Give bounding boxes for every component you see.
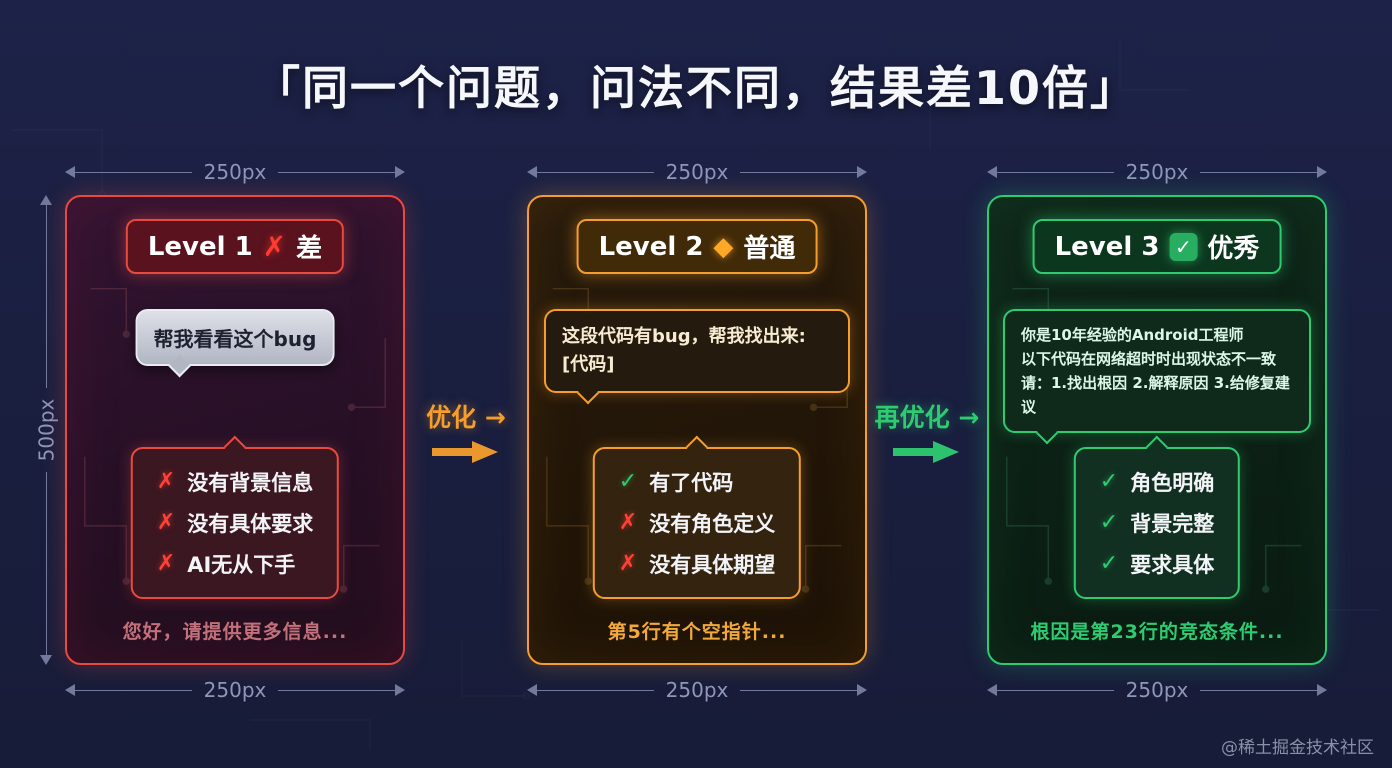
checklist-item-text: 没有具体要求 [187,512,314,536]
evaluation-box: ✗ 没有背景信息 ✗ 没有具体要求 ✗ AI无从下手 [130,435,340,599]
evaluation-box: ✓ 有了代码 ✗ 没有角色定义 ✗ 没有具体期望 [592,435,802,599]
level-1-card: Level 1 ✗ 差 帮我看看这个bug ✗ 没有背景信息 ✗ 没有具体要求 … [65,195,405,665]
cross-icon: ✗ [156,551,176,576]
checklist-item: ✓ 有了代码 [619,467,775,497]
checklist-item: ✗ 没有背景信息 [157,467,313,497]
arrowhead-icon [65,166,75,178]
optimize-arrow: 优化 → [405,398,527,465]
bubble-line: 请：1.找出根因 2.解释原因 3.给修复建议 [1021,374,1290,416]
arrowhead-icon [857,166,867,178]
dimension-line-top-2: 250px [527,160,867,184]
bubble-line: 帮我看看这个bug [153,327,317,351]
grade-label: 普通 [743,234,796,264]
checklist-item: ✗ 没有具体期望 [619,549,775,579]
checklist-item-text: 角色明确 [1130,471,1215,495]
checklist-item-text: 有了代码 [649,471,734,495]
check-icon: ✓ [1099,469,1119,494]
bubble-tail [168,354,191,378]
user-prompt-bubble: 帮我看看这个bug [135,309,335,378]
cross-icon: ✗ [618,510,638,535]
cross-icon: ✗ [618,551,638,576]
checklist-item: ✓ 角色明确 [1100,467,1214,497]
evaluation-box-tail [223,435,247,459]
dimension-label: 250px [203,678,267,702]
bubble-line: 你是10年经验的Android工程师 [1021,326,1244,344]
check-square-icon: ✓ [1169,232,1198,261]
arrowhead-icon [65,684,75,696]
arrowhead-icon [987,684,997,696]
check-icon: ✓ [1099,551,1119,576]
arrowhead-icon [395,166,405,178]
dimension-label: 250px [665,678,729,702]
level-badge: Level 1 ✗ 差 [125,219,345,274]
level-label: Level 2 [598,231,704,262]
dimension-line-left: 500px [34,195,58,665]
arrowhead-icon [987,166,997,178]
ai-response-text: 根因是第23行的竞态条件... [1030,621,1284,643]
bubble-line: [代码] [562,353,615,375]
dimension-label: 250px [1125,678,1189,702]
checklist-item: ✗ AI无从下手 [157,549,313,579]
diamond-icon: ◆ [713,231,734,262]
dimension-line-top-1: 250px [65,160,405,184]
evaluation-box-tail [1145,435,1169,459]
re-optimize-arrow: 再优化 → [867,398,987,465]
cross-icon: ✗ [156,510,176,535]
dimension-label: 250px [1125,160,1189,184]
checklist-item-text: 没有背景信息 [187,471,314,495]
dimension-line-bottom-1: 250px [65,678,405,702]
dimension-line-bottom-3: 250px [987,678,1327,702]
arrowhead-icon [1317,684,1327,696]
checklist-item: ✗ 没有具体要求 [157,508,313,538]
dimension-label: 250px [665,160,729,184]
checklist-item: ✓ 要求具体 [1100,549,1214,579]
checklist-item: ✗ 没有角色定义 [619,508,775,538]
level-3-card: Level 3 ✓ 优秀 你是10年经验的Android工程师 以下代码在网络超… [987,195,1327,665]
checklist-item: ✓ 背景完整 [1100,508,1214,538]
evaluation-box-tail [685,435,709,459]
level-2-card: Level 2 ◆ 普通 这段代码有bug，帮我找出来: [代码] ✓ 有了代码… [527,195,867,665]
right-arrow-icon [432,441,498,463]
bubble-line: 这段代码有bug，帮我找出来: [562,326,806,347]
checklist-item-text: 没有角色定义 [649,512,776,536]
user-prompt-bubble: 这段代码有bug，帮我找出来: [代码] [544,309,850,405]
grade-label: 优秀 [1207,234,1260,264]
arrowhead-icon [1317,166,1327,178]
dimension-line-bottom-2: 250px [527,678,867,702]
bubble-line: 以下代码在网络超时时出现状态不一致 [1021,350,1277,368]
dimension-label: 250px [203,160,267,184]
arrowhead-icon [40,195,52,205]
dimension-label: 500px [34,398,58,462]
optimize-arrow-label: 优化 → [426,403,506,432]
page-title: 「同一个问题，问法不同，结果差10倍」 [253,61,1138,115]
ai-response-text: 您好，请提供更多信息... [122,621,348,643]
checklist-item-text: 要求具体 [1130,553,1215,577]
level-label: Level 3 [1054,231,1160,262]
x-mark-icon: ✗ [262,229,287,263]
dimension-line-top-3: 250px [987,160,1327,184]
bubble-tail [576,381,600,405]
right-arrow-icon [893,441,959,463]
level-badge: Level 3 ✓ 优秀 [1032,219,1282,274]
level-label: Level 1 [147,231,253,262]
checklist-item-text: 没有具体期望 [649,553,776,577]
check-icon: ✓ [618,469,638,494]
evaluation-box: ✓ 角色明确 ✓ 背景完整 ✓ 要求具体 [1073,435,1241,599]
grade-label: 差 [296,234,323,264]
checklist-item-text: 背景完整 [1130,512,1215,536]
cross-icon: ✗ [156,469,176,494]
re-optimize-arrow-label: 再优化 → [874,403,980,432]
check-icon: ✓ [1099,510,1119,535]
level-badge: Level 2 ◆ 普通 [576,219,818,274]
bubble-tail [1035,421,1059,445]
watermark: @稀土掘金技术社区 [1221,738,1374,758]
arrowhead-icon [395,684,405,696]
ai-response-text: 第5行有个空指针... [607,621,787,643]
arrowhead-icon [527,684,537,696]
arrowhead-icon [527,166,537,178]
arrowhead-icon [857,684,867,696]
user-prompt-bubble: 你是10年经验的Android工程师 以下代码在网络超时时出现状态不一致 请：1… [1003,309,1311,445]
checklist-item-text: AI无从下手 [187,553,296,577]
arrowhead-icon [40,655,52,665]
